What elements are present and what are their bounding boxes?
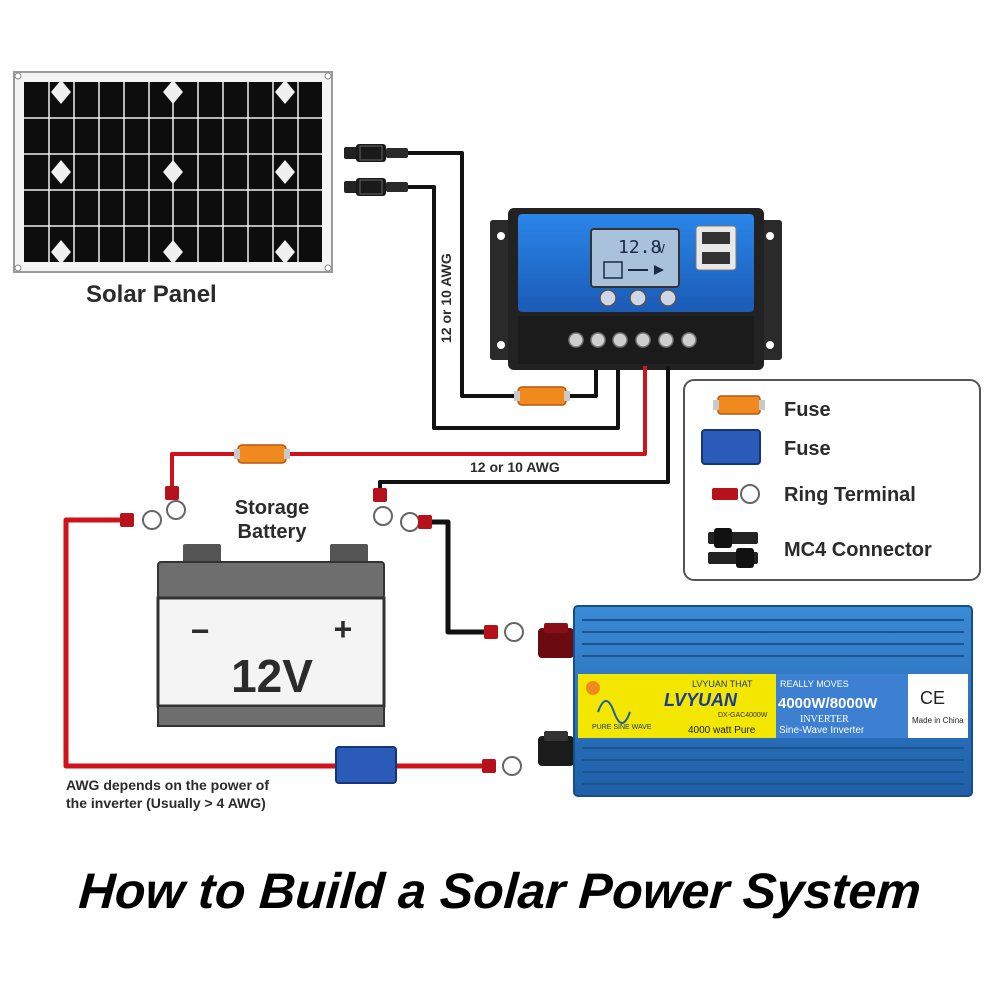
legend-label-orange-fuse: Fuse [784, 399, 831, 421]
charge-controller: 12.8 V [490, 208, 782, 370]
inverter-wire-note-line2: the inverter (Usually > 4 AWG) [66, 795, 266, 811]
inverter-brand-top-right: REALLY MOVES [780, 679, 849, 689]
orange-fuse-icon [234, 444, 290, 464]
legend-box [683, 379, 981, 581]
battery-voltage: 12V [231, 650, 313, 702]
ring-terminal-icon [482, 756, 522, 776]
orange-fuse-icon [713, 395, 765, 415]
black-wire-battery-inverter [430, 519, 484, 635]
red-wire-battery-inverter [63, 517, 346, 769]
inverter-model: DX-GAC4000W [718, 712, 768, 719]
inverter [538, 605, 973, 797]
inverter-type: INVERTER [800, 714, 849, 725]
battery-negative-symbol: − [191, 613, 210, 649]
inverter-wire-note-line1: AWG depends on the power of [66, 777, 269, 793]
lcd-unit: V [658, 242, 665, 256]
battery-positive-symbol: + [334, 611, 353, 647]
panel-wires [408, 151, 620, 430]
ring-terminal-icon [165, 486, 186, 520]
panel-wire-gauge-label: 12 or 10 AWG [438, 253, 454, 343]
inverter-power: 4000W/8000W [778, 695, 878, 712]
lcd-value: 12.8 [618, 237, 661, 258]
inverter-brand-top: LVYUAN THAT [692, 679, 753, 689]
controller-buttons [599, 289, 677, 307]
inverter-brand: LVYUAN [664, 690, 738, 710]
ring-terminal-icon [400, 512, 432, 532]
red-wire-controller-battery [170, 366, 647, 496]
battery-label-line2: Battery [238, 521, 308, 543]
inverter-spec-left: 4000 watt Pure [688, 725, 756, 736]
solar-panel [13, 71, 333, 273]
inverter-spec-right: Sine-Wave Inverter [779, 725, 865, 736]
battery-wire-gauge-label: 12 or 10 AWG [470, 459, 560, 475]
inverter-origin: Made in China [912, 716, 964, 725]
ring-terminal-icon [373, 488, 393, 526]
inverter-wave-label: PURE SINE WAVE [592, 724, 652, 731]
storage-battery [156, 544, 386, 727]
legend-label-blue-fuse: Fuse [784, 438, 831, 460]
legend-label-ring-terminal: Ring Terminal [784, 484, 916, 506]
mc4-connector-icon [708, 528, 758, 568]
ce-mark: CE [920, 688, 945, 708]
ring-terminal-icon [712, 484, 760, 504]
battery-label-line1: Storage [235, 497, 309, 519]
mc4-connector-icon [344, 178, 408, 196]
solar-panel-label: Solar Panel [86, 281, 217, 308]
legend-label-mc4-connector: MC4 Connector [784, 539, 932, 561]
orange-fuse-icon [514, 386, 570, 406]
blue-fuse-icon [335, 746, 397, 784]
black-wire-controller-battery [378, 366, 670, 500]
page-title: How to Build a Solar Power System [77, 863, 923, 919]
blue-fuse-icon [701, 429, 761, 465]
mc4-connector-icon [344, 144, 408, 162]
controller-terminals [568, 332, 697, 348]
ring-terminal-icon [484, 622, 524, 642]
ring-terminal-icon [120, 510, 162, 530]
